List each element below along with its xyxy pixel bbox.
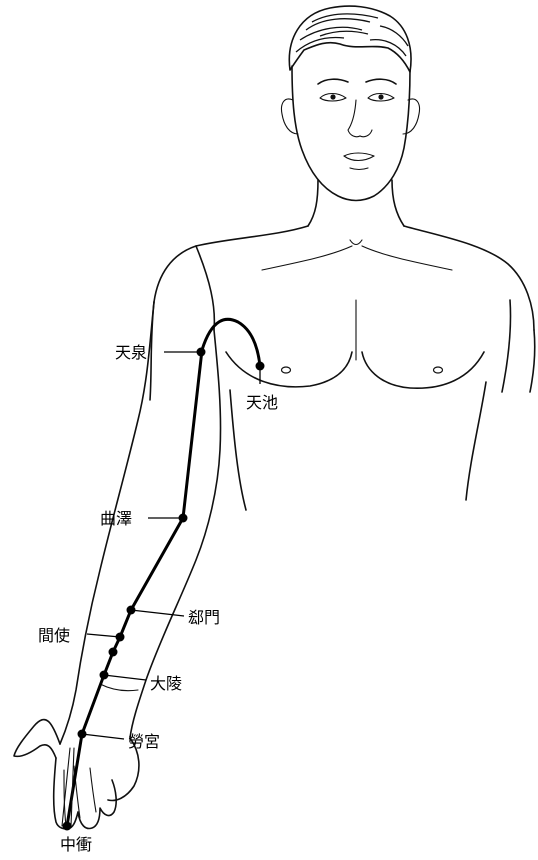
arm-drawing [14,302,221,829]
hair-outline [289,6,411,72]
left-pectoral [226,352,352,387]
zhongchong-label: 中衝 [60,835,92,854]
laogong-label: 勞宮 [128,732,160,751]
jianshi-leader [87,634,120,637]
laogong-leader [82,734,124,739]
tianchi-label: 天池 [246,393,278,412]
right-shoulder [404,226,534,330]
head-drawing [281,6,419,200]
right-pectoral [362,352,484,388]
jianshi-label: 間使 [38,626,70,645]
torso-drawing [150,180,535,510]
thumb [14,720,60,758]
ximen-leader [131,610,184,616]
meridian-point-unlabeled [109,648,118,657]
zhongchong-point [63,822,72,831]
tianquan-label: 天泉 [115,343,147,362]
ximen-label: 郄門 [188,608,220,627]
right-ear [403,99,420,134]
daling-leader [104,675,146,680]
daling-label: 大陵 [150,674,182,693]
left-ear [281,99,298,134]
left-shoulder [154,226,308,302]
quze-label: 曲澤 [100,509,132,528]
